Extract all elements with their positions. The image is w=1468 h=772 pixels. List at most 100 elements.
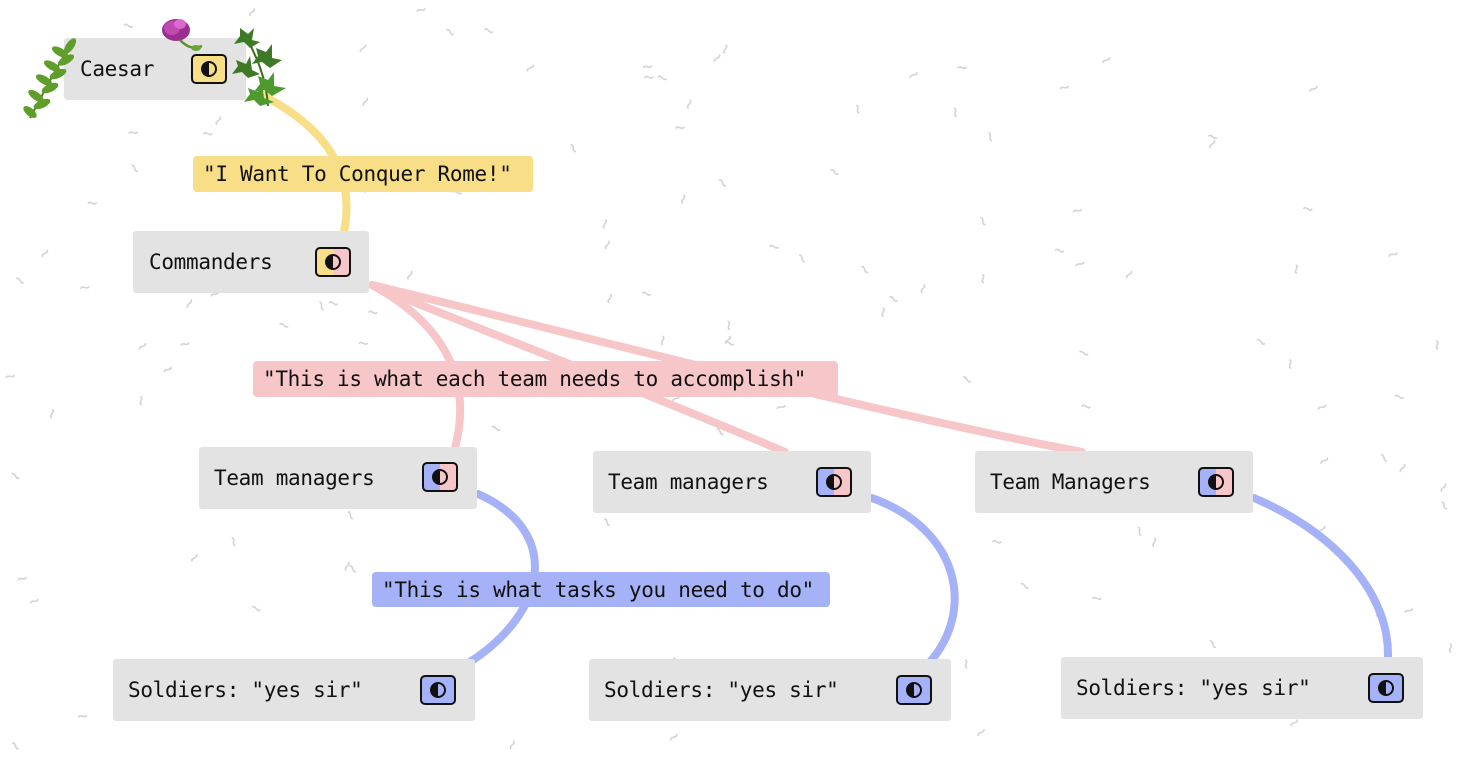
background-squiggle: [191, 553, 198, 562]
background-squiggle: [526, 64, 535, 72]
background-squiggle: [962, 376, 972, 383]
half-moon-toggle-icon[interactable]: [191, 54, 227, 84]
background-squiggle: [180, 342, 190, 347]
olive-branch-icon: [23, 38, 77, 119]
half-moon-toggle-icon[interactable]: [1368, 673, 1404, 703]
half-moon-toggle-icon[interactable]: [816, 467, 852, 497]
node-team-managers-2-label: Team managers: [608, 470, 769, 494]
flower-icon: [162, 19, 203, 51]
background-squiggle: [349, 565, 357, 573]
half-moon-toggle-icon[interactable]: [896, 675, 932, 705]
background-squiggle: [347, 511, 354, 520]
background-squiggle: [328, 301, 338, 306]
background-squiggle: [29, 598, 39, 604]
background-squiggle: [128, 131, 138, 135]
background-squiggle: [1072, 208, 1083, 213]
half-moon-toggle-icon[interactable]: [315, 247, 351, 277]
background-squiggle: [1079, 350, 1089, 356]
node-team-managers-3[interactable]: Team Managers: [975, 451, 1253, 513]
half-moon-toggle-icon[interactable]: [422, 462, 458, 492]
background-squiggle: [362, 97, 369, 107]
background-squiggle: [713, 54, 721, 63]
message-managers-to-soldiers: "This is what tasks you need to do": [372, 572, 830, 607]
background-squiggle: [855, 104, 860, 114]
background-squiggle: [279, 322, 289, 328]
background-squiggle: [681, 194, 686, 204]
background-squiggle: [686, 99, 692, 109]
background-squiggle: [988, 132, 993, 142]
background-squiggle: [1317, 404, 1327, 410]
background-squiggle: [977, 728, 985, 737]
background-squiggle: [1380, 453, 1388, 462]
background-squiggle: [669, 733, 678, 741]
background-squiggle: [602, 219, 608, 229]
message-caesar-to-commanders: "I Want To Conquer Rome!": [193, 156, 533, 192]
ivy-leaves-icon: [232, 28, 286, 107]
background-squiggle: [1059, 85, 1069, 90]
background-squiggle: [660, 335, 665, 346]
background-squiggle: [769, 244, 779, 249]
half-moon-toggle-icon[interactable]: [420, 675, 456, 705]
background-squiggle: [920, 284, 926, 294]
background-squiggle: [830, 168, 839, 176]
node-team-managers-1[interactable]: Team managers: [199, 447, 477, 509]
background-squiggle: [776, 404, 786, 410]
node-commanders[interactable]: Commanders: [133, 231, 369, 293]
background-squiggles: [5, 7, 1453, 750]
background-squiggle: [11, 742, 20, 750]
background-squiggle: [1209, 139, 1216, 149]
background-squiggle: [570, 144, 577, 153]
background-squiggle: [1054, 248, 1065, 253]
background-squiggle: [368, 310, 378, 315]
background-squiggle: [964, 659, 968, 669]
background-squiggle: [15, 277, 25, 284]
background-squiggle: [981, 273, 985, 284]
background-squiggle: [1081, 404, 1091, 409]
background-squiggle: [957, 66, 967, 70]
background-squiggle: [416, 7, 426, 13]
background-squiggle: [77, 714, 88, 718]
background-squiggle: [604, 240, 611, 250]
message-commanders-to-managers: "This is what each team needs to accompl…: [253, 361, 838, 397]
node-team-managers-1-label: Team managers: [214, 466, 375, 490]
node-soldiers-3-label: Soldiers: "yes sir": [1076, 676, 1311, 700]
background-squiggle: [1075, 261, 1085, 267]
background-squiggle: [359, 44, 367, 53]
background-squiggle: [1399, 463, 1406, 473]
background-squiggle: [603, 518, 611, 527]
background-squiggle: [80, 285, 90, 290]
background-squiggle: [186, 299, 193, 308]
background-squiggle: [723, 44, 728, 54]
background-squiggle: [5, 374, 15, 379]
background-squiggle: [215, 116, 222, 125]
background-squiggle: [642, 65, 653, 69]
node-soldiers-2[interactable]: Soldiers: "yes sir": [589, 659, 951, 721]
background-squiggle: [1394, 394, 1405, 400]
node-soldiers-1[interactable]: Soldiers: "yes sir": [113, 659, 475, 721]
background-squiggle: [1152, 537, 1157, 548]
background-squiggle: [406, 270, 413, 280]
node-soldiers-1-label: Soldiers: "yes sir": [128, 678, 363, 702]
node-soldiers-3[interactable]: Soldiers: "yes sir": [1061, 657, 1423, 719]
background-squiggle: [643, 75, 654, 79]
background-squiggle: [251, 605, 261, 612]
background-squiggle: [1102, 56, 1111, 64]
background-squiggle: [344, 561, 350, 571]
background-squiggle: [41, 249, 49, 258]
background-squiggle: [203, 132, 213, 136]
background-squiggle: [675, 126, 685, 130]
edge-caesar-commanders: [258, 91, 351, 236]
background-squiggle: [1137, 526, 1142, 536]
node-team-managers-2[interactable]: Team managers: [593, 451, 871, 513]
message-caesar-to-commanders-text: "I Want To Conquer Rome!": [203, 162, 512, 186]
background-squiggle: [1092, 596, 1102, 601]
node-caesar[interactable]: Caesar: [64, 38, 246, 100]
background-squiggle: [980, 216, 986, 226]
background-squiggle: [11, 472, 20, 480]
half-moon-toggle-icon[interactable]: [1198, 467, 1234, 497]
background-squiggle: [491, 425, 501, 432]
background-squiggle: [1303, 206, 1313, 211]
background-squiggle: [509, 740, 515, 750]
background-squiggle: [138, 342, 147, 350]
background-squiggle: [889, 295, 898, 303]
